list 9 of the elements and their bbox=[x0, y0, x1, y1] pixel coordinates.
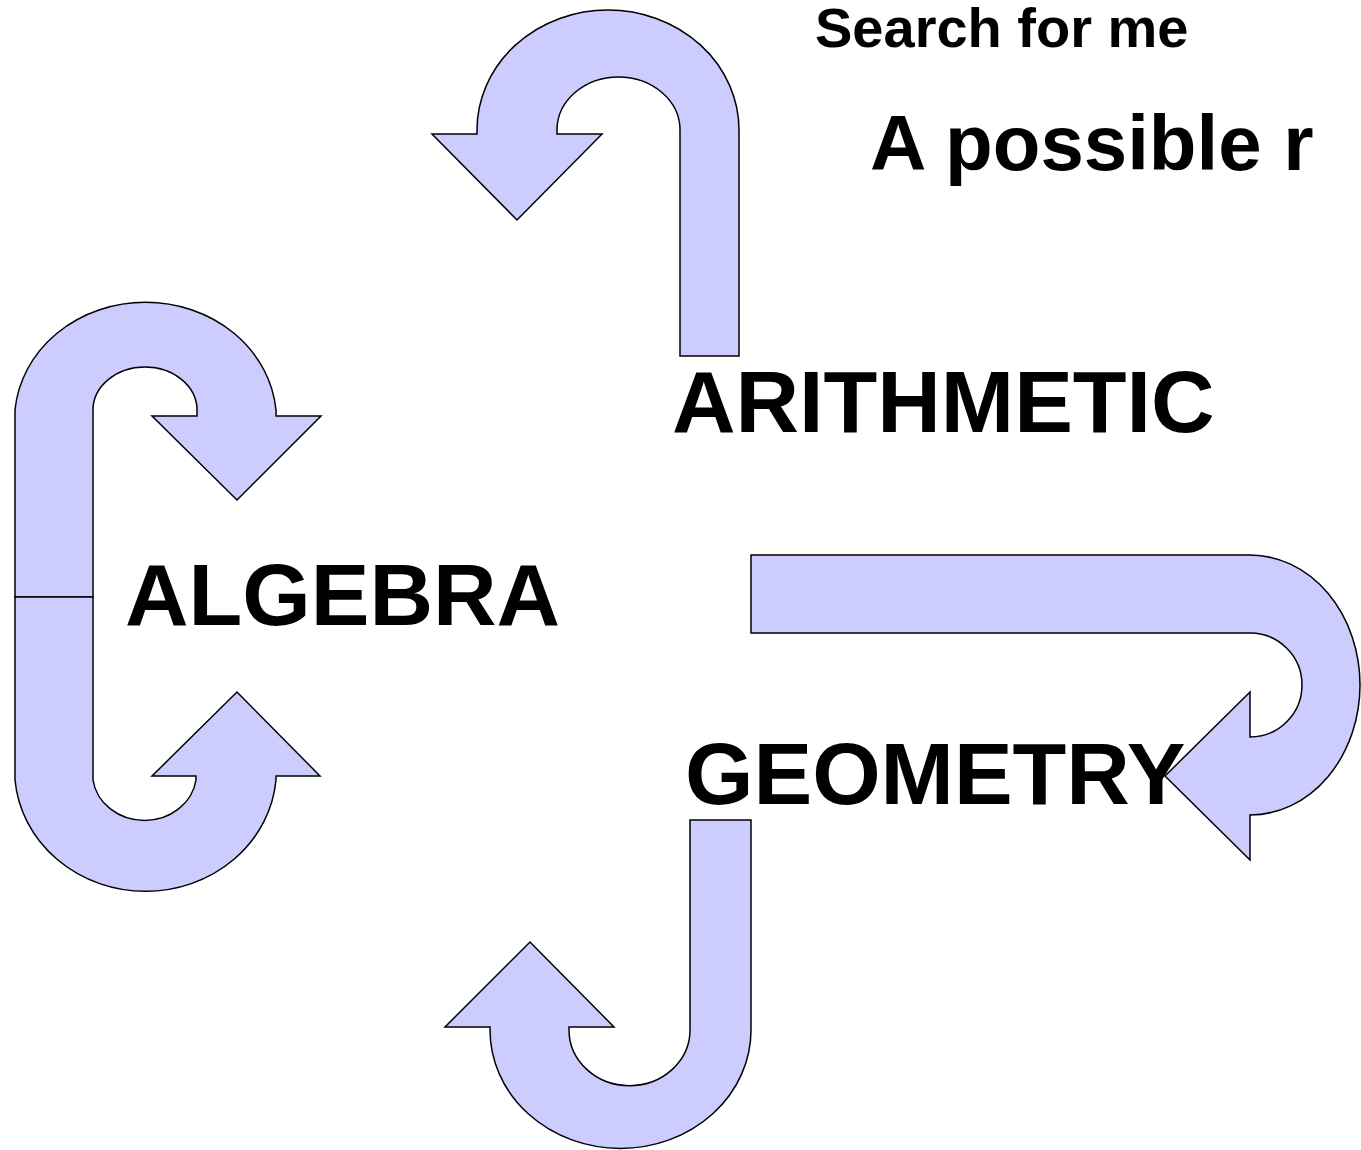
curved-block-arrow bbox=[750, 554, 1361, 861]
title-text: Search for me bbox=[815, 0, 1189, 56]
topic-label: ALGEBRA bbox=[125, 551, 561, 639]
curved-block-arrow bbox=[14, 596, 321, 892]
curved-block-arrow bbox=[14, 301, 322, 598]
topic-label: GEOMETRY bbox=[685, 730, 1186, 818]
curved-block-arrow bbox=[431, 9, 740, 357]
topic-label: ARITHMETIC bbox=[672, 358, 1215, 446]
curved-block-arrow bbox=[444, 819, 752, 1149]
